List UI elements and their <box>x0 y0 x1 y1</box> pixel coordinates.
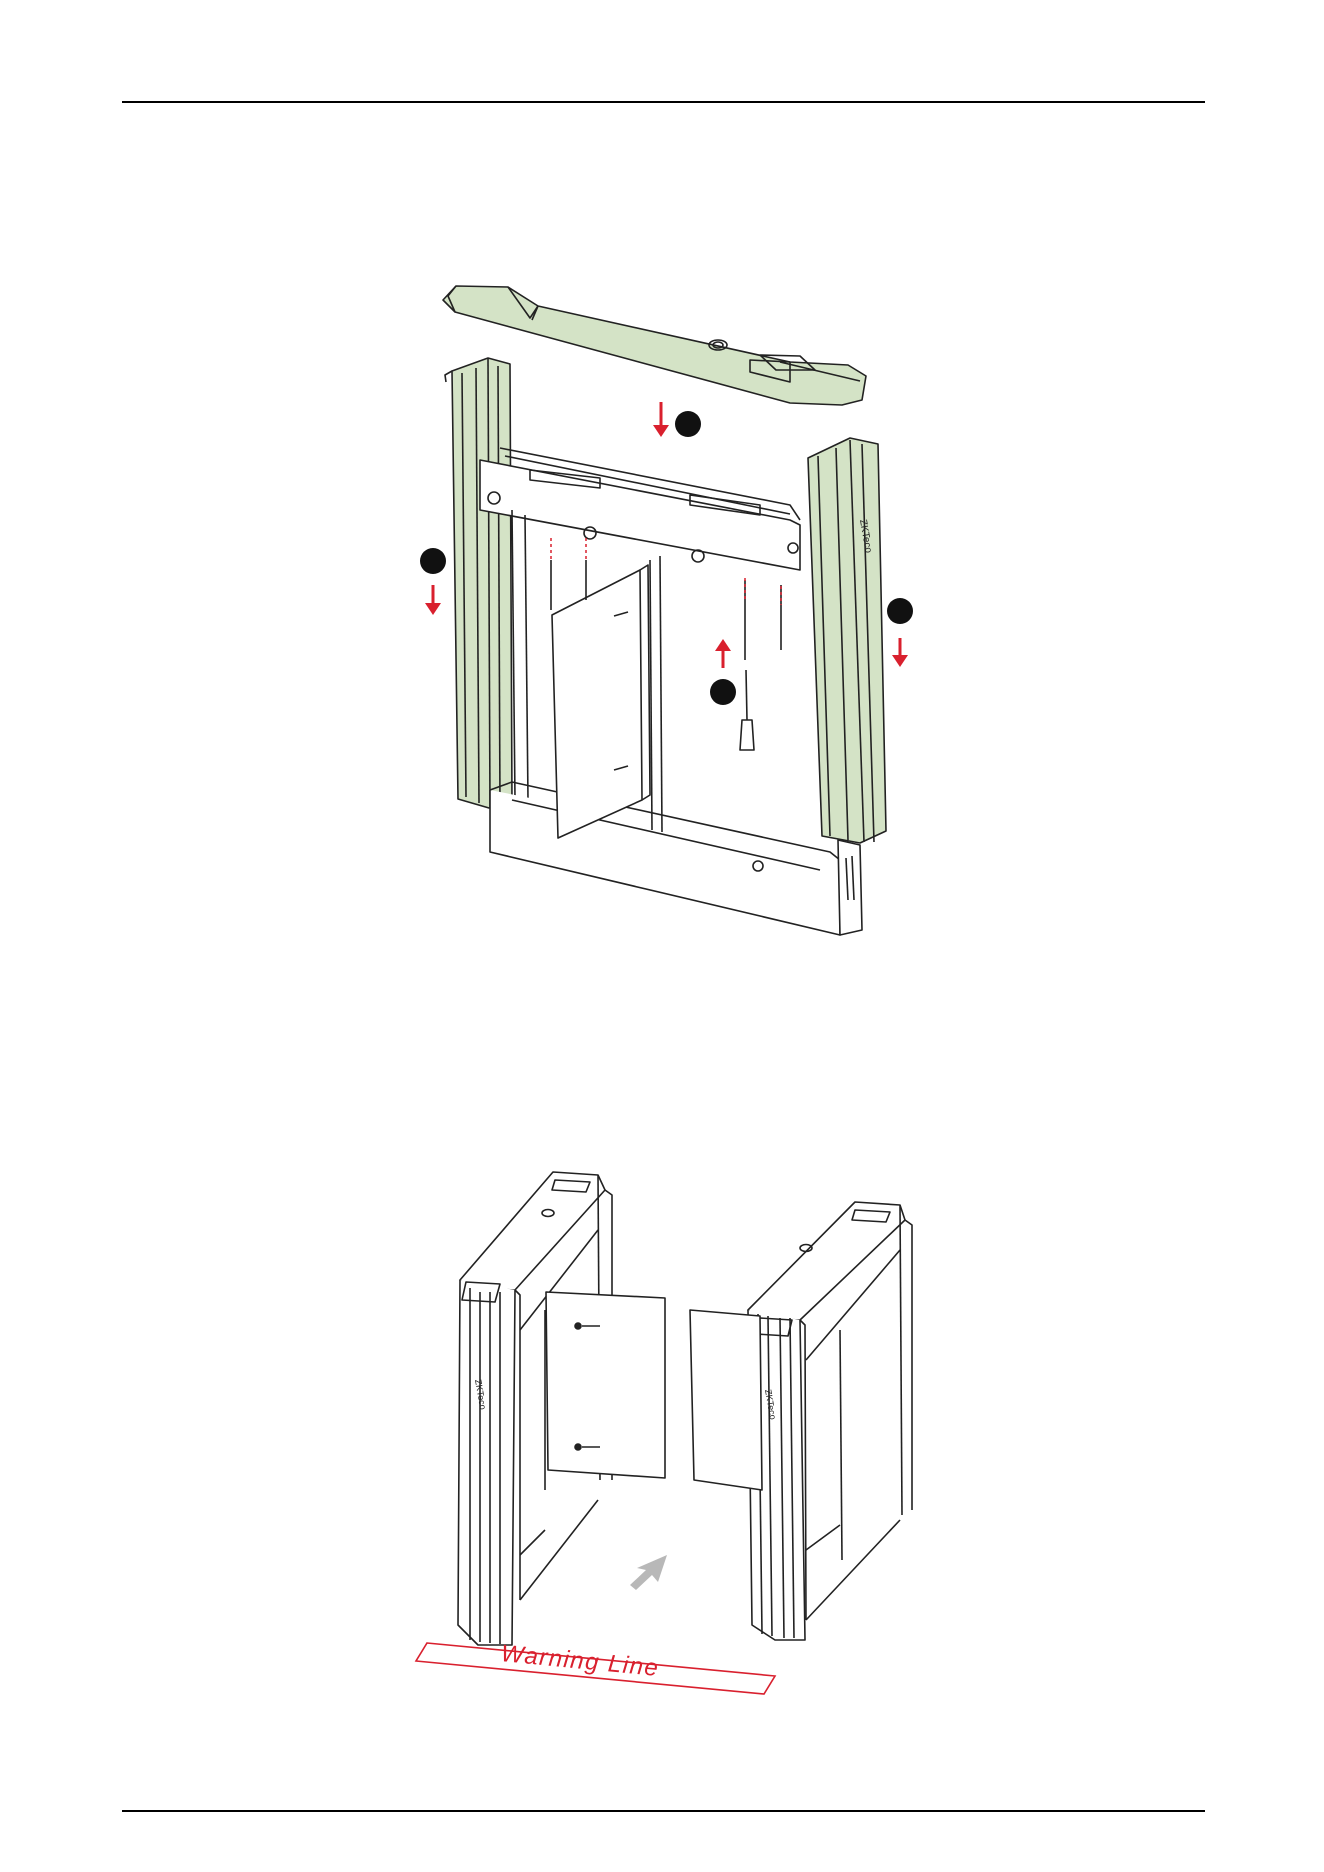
warning-line: Warning Line <box>416 1640 775 1694</box>
warning-line-text: Warning Line <box>500 1640 661 1682</box>
right-turnstile-unit: ZKTeco <box>690 1202 912 1640</box>
left-turnstile-unit: ZKTeco <box>458 1172 665 1645</box>
passage-arrow <box>630 1555 667 1590</box>
